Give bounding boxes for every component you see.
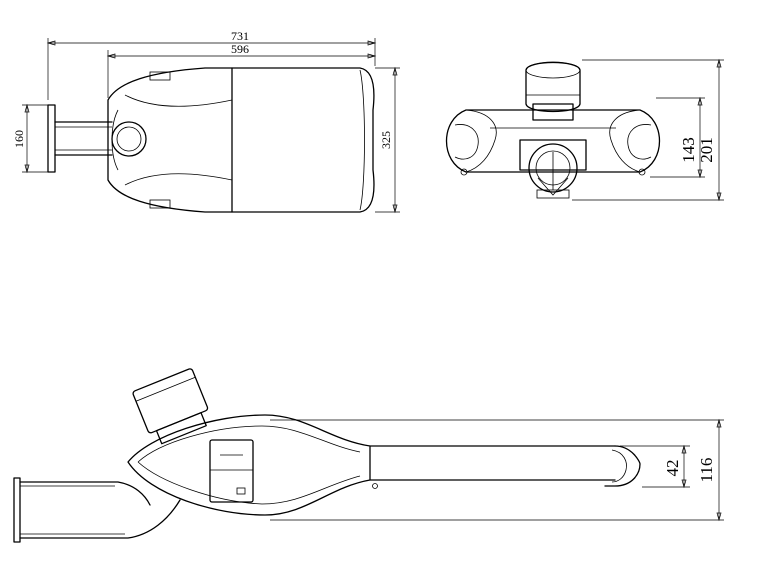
top-view-housing	[107, 67, 375, 213]
side-view-body	[127, 414, 371, 516]
dim-arm-thickness: 42	[620, 444, 690, 489]
front-view-cap	[525, 61, 581, 121]
side-view-inlet-pipe	[13, 477, 181, 543]
dim-body-length: 596	[106, 42, 377, 98]
front-view: 143 201	[445, 58, 724, 202]
side-view-cap	[132, 368, 209, 445]
dim-front-overall-height: 201	[572, 58, 724, 202]
dim-body-height-label: 116	[697, 458, 716, 483]
dim-overall-length-label: 731	[231, 29, 249, 43]
dim-body-width-label: 325	[379, 131, 393, 149]
dim-inlet-diameter-label: 160	[12, 130, 26, 148]
dim-body-width: 325	[375, 66, 400, 214]
dim-inlet-diameter: 160	[12, 103, 48, 174]
side-view-arm	[369, 445, 641, 489]
front-view-nozzle	[519, 139, 587, 199]
dim-front-inner-height: 143	[650, 96, 705, 179]
dim-body-height: 116	[270, 418, 724, 522]
dim-arm-thickness-label: 42	[663, 460, 682, 477]
dim-front-inner-height-label: 143	[679, 137, 698, 163]
dim-overall-length: 731	[46, 29, 377, 100]
top-view: 731 596 160 325	[12, 29, 400, 214]
side-view: 42 116	[13, 368, 724, 543]
top-view-inlet-pipe	[47, 104, 147, 173]
dim-front-overall-height-label: 201	[697, 137, 716, 163]
front-view-body	[445, 109, 661, 176]
dim-body-length-label: 596	[231, 42, 249, 56]
